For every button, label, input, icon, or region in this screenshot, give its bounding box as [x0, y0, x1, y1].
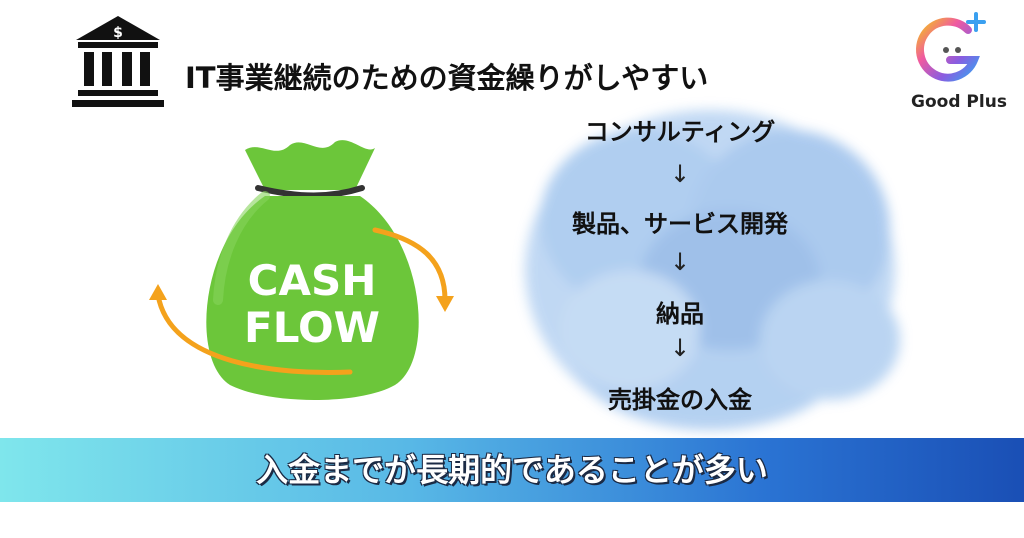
flow-arrow-down-icon: ↓	[669, 248, 691, 276]
bag-label-line1: CASH	[248, 256, 377, 305]
flow-arrow-down-icon: ↓	[669, 334, 691, 362]
bank-icon: $	[72, 16, 164, 107]
flow-arrow-down-icon: ↓	[669, 160, 691, 188]
flow-step-development: 製品、サービス開発	[572, 209, 788, 238]
bag-label-line2: FLOW	[244, 303, 380, 352]
logo-text: Good Plus	[911, 92, 1007, 112]
flow-step-consulting: コンサルティング	[584, 117, 776, 146]
flow-step-delivery: 納品	[656, 299, 704, 328]
flow-step-payment: 売掛金の入金	[608, 385, 752, 414]
banner-text: 入金までが長期的であることが多い	[256, 451, 768, 489]
watercolor-cloud-background	[525, 110, 900, 430]
arrow-head-right	[436, 296, 454, 312]
process-flow: コンサルティング ↓ 製品、サービス開発 ↓ 納品 ↓ 売掛金の入金	[530, 108, 830, 438]
logo-mark-icon	[916, 12, 986, 82]
headline: IT事業継続のための資金繰りがしやすい	[185, 61, 709, 95]
good-plus-logo[interactable]: Good Plus	[900, 8, 1018, 120]
bottom-banner: 入金までが長期的であることが多い	[0, 438, 1024, 502]
bank-sign: $	[113, 25, 123, 41]
cash-flow-bag-illustration: CASH FLOW	[149, 140, 454, 400]
arrow-head-left	[149, 284, 167, 300]
